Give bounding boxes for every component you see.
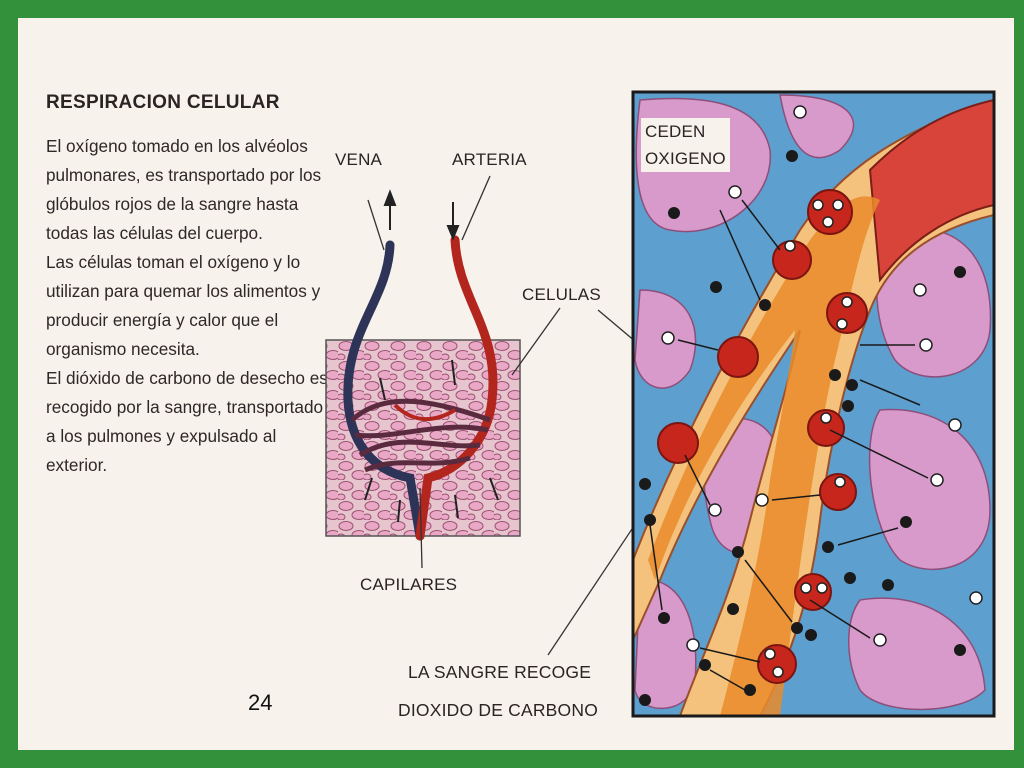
recoge-line-2: DIOXIDO DE CARBONO — [398, 700, 599, 720]
paragraph-co2-removal: El dióxido de carbono de desecho es reco… — [46, 368, 328, 475]
paragraph-cell-usage: Las células toman el oxígeno y lo utiliz… — [46, 252, 321, 359]
ceden-line-1: CEDEN — [645, 122, 706, 141]
capillary-network — [350, 398, 491, 473]
arteria-pointer — [461, 175, 491, 241]
celulas-pointer-left — [511, 307, 561, 376]
recoge-line-1: LA SANGRE RECOGE — [408, 662, 592, 682]
red-vessel — [868, 98, 994, 283]
recoge-pointer — [547, 504, 649, 656]
capilares-pointer — [419, 487, 423, 569]
oxygen-dots — [661, 105, 983, 678]
paragraph-oxygen-transport: El oxígeno tomado en los alvéolos pulmon… — [46, 136, 322, 243]
carbon-dioxide-dots — [639, 150, 966, 706]
flow-arrows — [364, 189, 499, 523]
page-number: 24 — [248, 690, 273, 715]
ceden-line-2: OXIGENO — [645, 149, 726, 168]
ceden-oxigeno-label: CEDEN OXIGENO — [641, 118, 730, 172]
label-celulas: CELULAS — [522, 285, 601, 304]
label-arteria: ARTERIA — [452, 150, 527, 169]
illustration-frame — [631, 90, 996, 718]
body-text: El oxígeno tomado en los alvéolos pulmon… — [46, 132, 336, 480]
label-vena: VENA — [335, 150, 383, 169]
label-capilares: CAPILARES — [360, 575, 458, 594]
diffusion-arrows — [649, 199, 929, 691]
vena-pointer — [367, 199, 385, 251]
page-title: RESPIRACION CELULAR — [46, 92, 280, 113]
artery-vessel — [415, 235, 498, 541]
